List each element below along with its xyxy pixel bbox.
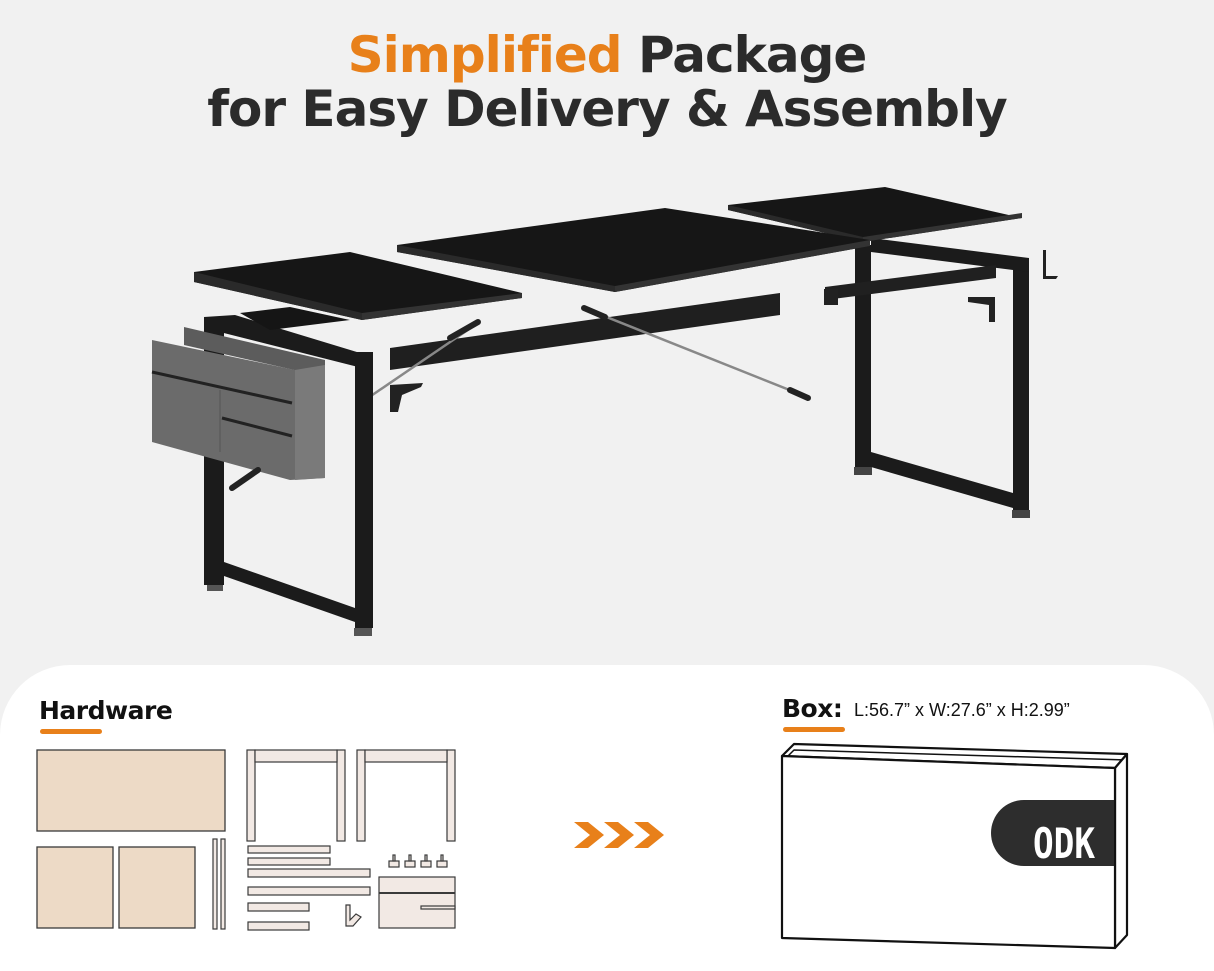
- headline-line-2: for Easy Delivery & Assembly: [207, 80, 1007, 138]
- right-crossbar: [825, 265, 996, 300]
- hardware-title-underline: [40, 729, 102, 734]
- box-title-underline: [783, 727, 845, 732]
- crossbar-5: [247, 902, 310, 912]
- center-crossbar: [390, 293, 780, 370]
- box-title: Box:: [782, 694, 843, 723]
- side-panel-left: [36, 846, 114, 929]
- crossbar-1: [247, 845, 331, 854]
- right-leg-frame: [854, 238, 1030, 518]
- leg-frame-left: [246, 749, 346, 842]
- crossbar-2: [247, 857, 331, 866]
- shipping-box-illustration: ODK: [780, 742, 1129, 950]
- storage-bag-part: [378, 876, 456, 929]
- headline-line-1-rest: Package: [621, 26, 867, 84]
- support-rod-2: [583, 306, 808, 399]
- large-desktop-panel: [36, 749, 226, 832]
- side-panel-right: [118, 846, 196, 929]
- desk-exploded-illustration: [151, 187, 1058, 636]
- hook-right: [1043, 250, 1058, 279]
- crossbar-4: [247, 886, 371, 896]
- bracket-right: [968, 297, 995, 322]
- hardware-title: Hardware: [39, 696, 173, 725]
- headline-accent-word: Simplified: [347, 26, 623, 84]
- bracket-left: [390, 383, 423, 412]
- adjustable-feet: [388, 854, 448, 868]
- triple-chevron-right-icon: [574, 822, 664, 848]
- leg-frame-right: [356, 749, 456, 842]
- hardware-parts-diagram: [36, 749, 456, 931]
- crossbar-6: [247, 921, 310, 931]
- support-rod-b: [220, 838, 226, 930]
- headline: Simplified Package for Easy Delivery & A…: [0, 28, 1214, 136]
- brand-logo: ODK: [1033, 819, 1096, 868]
- crossbar-3: [247, 868, 371, 878]
- box-dimensions: L:56.7” x W:27.6” x H:2.99”: [854, 700, 1070, 720]
- headline-line-1: Simplified Package: [0, 28, 1214, 82]
- left-desktop-panel: [194, 252, 522, 320]
- storage-bag: [151, 327, 325, 480]
- brand-logo-badge: [991, 800, 1114, 866]
- support-rod-a: [212, 838, 218, 930]
- hook-part: [345, 904, 362, 927]
